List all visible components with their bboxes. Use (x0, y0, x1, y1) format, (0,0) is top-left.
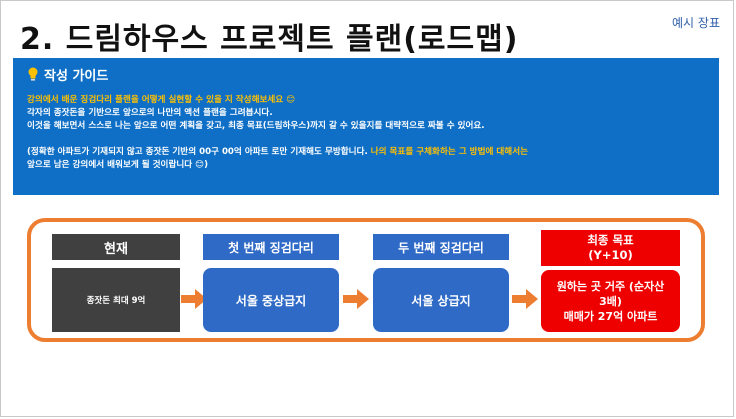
final-goal-content-line3: 매매가 27억 아파트 (563, 309, 658, 323)
right-arrow-icon (343, 288, 369, 310)
current-content: 종잣돈 최대 9억 (52, 268, 180, 332)
roadmap-frame: 현재 첫 번째 징검다리 두 번째 징검다리 최종 목표 (Y+10) 종잣돈 … (27, 218, 705, 342)
right-arrow-icon (181, 288, 207, 310)
first-step-content: 서울 중상급지 (203, 268, 339, 332)
guide-heading: 작성 가이드 (27, 64, 705, 84)
second-step-label: 두 번째 징검다리 (373, 234, 509, 260)
final-goal-content: 원하는 곳 거주 (순자산 3배) 매매가 27억 아파트 (541, 270, 680, 332)
first-step-label: 첫 번째 징검다리 (203, 234, 339, 260)
guide-line-5: 앞으로 남은 강의에서 배워보게 될 것이랍니다 😊) (27, 159, 705, 172)
guide-heading-text: 작성 가이드 (44, 68, 109, 84)
final-goal-label-line1: 최종 목표 (587, 233, 634, 247)
guide-text: 강의에서 배운 징검다리 플랜을 어떻게 실현할 수 있을 지 작성해보세요 😊… (27, 94, 705, 172)
writing-guide-box: 작성 가이드 강의에서 배운 징검다리 플랜을 어떻게 실현할 수 있을 지 작… (13, 58, 719, 195)
guide-line-4a: (정확한 아파트가 기재되지 않고 종잣돈 기반의 00구 00억 아파트 로만… (27, 147, 371, 157)
guide-line-2: 각자의 종잣돈을 기반으로 앞으로의 나만의 액션 플랜을 그려봅시다. (27, 108, 273, 118)
example-slide-tag: 예시 장표 (672, 16, 720, 30)
guide-line-4b: 나의 목표를 구체화하는 그 방법에 대해서는 (370, 147, 529, 157)
final-goal-content-line2: 3배) (599, 294, 622, 308)
lightbulb-icon (27, 67, 39, 81)
page-title: 2. 드림하우스 프로젝트 플랜(로드맵) (20, 22, 519, 57)
second-step-content: 서울 상급지 (373, 268, 509, 332)
guide-line-5b: ) (204, 160, 209, 170)
final-goal-content-line1: 원하는 곳 거주 (순자산 (556, 279, 665, 293)
final-goal-label: 최종 목표 (Y+10) (541, 230, 680, 266)
final-goal-label-line2: (Y+10) (588, 248, 633, 262)
guide-line-1: 강의에서 배운 징검다리 플랜을 어떻게 실현할 수 있을 지 작성해보세요 😊 (27, 95, 296, 105)
guide-line-5a: 앞으로 남은 강의에서 배워보게 될 것이랍니다 😊 (27, 160, 205, 170)
guide-line-4: (정확한 아파트가 기재되지 않고 종잣돈 기반의 00구 00억 아파트 로만… (27, 146, 705, 159)
guide-line-3: 이것을 해보면서 스스로 나는 앞으로 어떤 계획을 갖고, 최종 목표(드림하… (27, 121, 485, 131)
current-label: 현재 (52, 234, 180, 260)
right-arrow-icon (512, 288, 538, 310)
